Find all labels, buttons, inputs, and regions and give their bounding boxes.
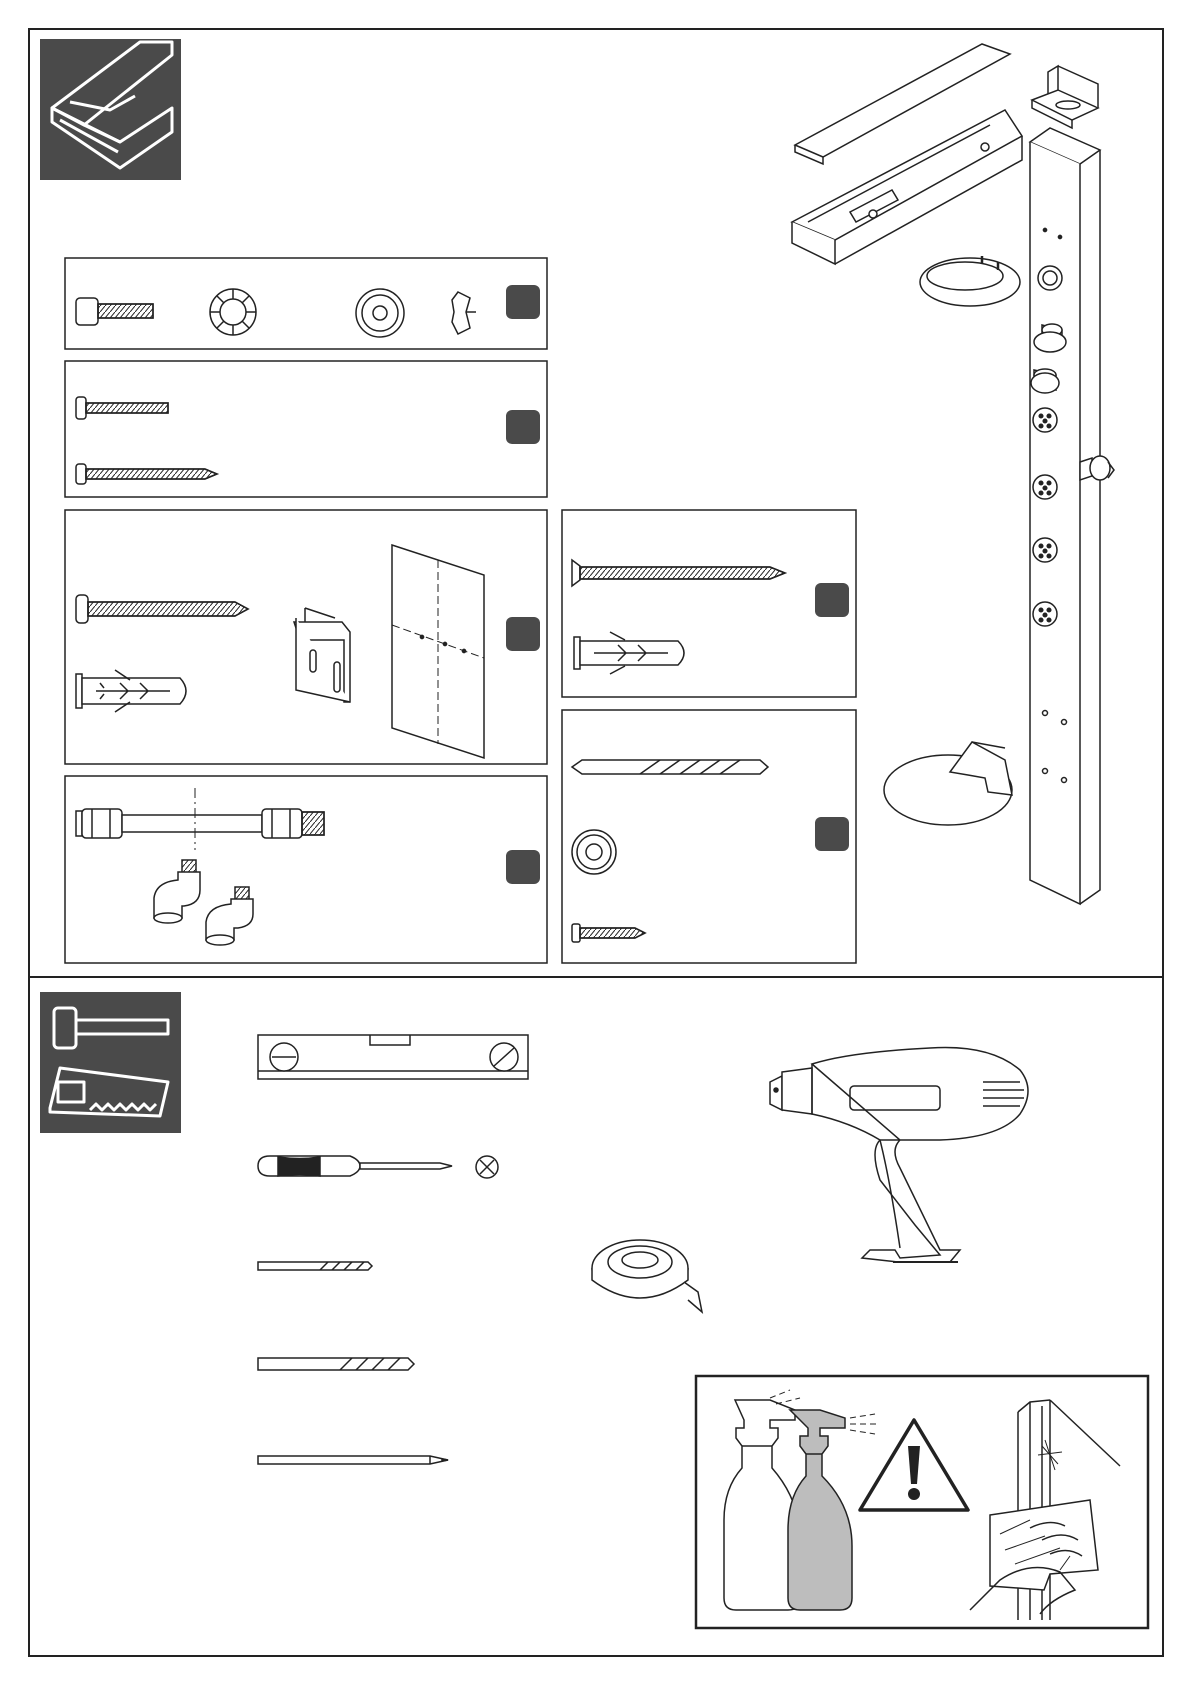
body-jet-icon — [1033, 408, 1057, 432]
phillips-head-symbol-icon — [476, 1156, 498, 1178]
part-group-badge — [506, 617, 540, 651]
part-group-3 — [65, 510, 547, 764]
part-group-badge — [815, 583, 849, 617]
tools-hammer-saw-icon — [40, 992, 181, 1133]
phillips-screwdriver-icon — [258, 1156, 452, 1176]
mounting-bracket-icon — [294, 608, 350, 702]
part-group-6 — [562, 710, 856, 963]
wall-plug-icon — [574, 632, 684, 674]
serrated-lock-washer-icon — [210, 289, 256, 335]
ptfe-tape-icon — [592, 1240, 702, 1312]
wood-screw-icon — [76, 464, 217, 484]
shower-column-icon — [1030, 128, 1100, 904]
part-group-badge — [506, 850, 540, 884]
warning-triangle-icon — [860, 1420, 968, 1510]
large-drill-bit-icon — [258, 1358, 414, 1370]
wall-plug-icon — [76, 670, 186, 712]
soap-dish-icon — [920, 256, 1020, 306]
part-group-2 — [65, 361, 547, 497]
short-screw-icon — [572, 924, 645, 942]
small-drill-bit-icon — [258, 1262, 372, 1270]
spirit-level-icon — [258, 1035, 528, 1079]
long-wood-screw-icon — [76, 595, 248, 623]
part-group-badge — [506, 285, 540, 319]
body-jet-icon — [1033, 602, 1057, 626]
body-jet-icon — [1033, 475, 1057, 499]
power-drill-icon — [770, 1047, 1028, 1262]
handshower-holder-icon — [1080, 456, 1114, 480]
part-group-1 — [65, 258, 547, 349]
part-group-badge — [506, 410, 540, 444]
cleaning-glass-hand-icon — [970, 1400, 1120, 1620]
part-group-5 — [65, 776, 547, 963]
wing-clip-icon — [452, 292, 476, 334]
package-box-icon — [40, 39, 181, 180]
elbow-connector-icon — [206, 887, 253, 945]
hex-socket-bolt-icon — [76, 298, 153, 325]
elbow-connector-icon — [154, 860, 200, 923]
masonry-drill-bit-icon — [572, 760, 768, 774]
braided-hose-icon — [76, 788, 324, 850]
flat-washer-icon — [356, 289, 404, 337]
long-countersunk-screw-icon — [572, 560, 785, 586]
pencil-icon — [258, 1456, 448, 1464]
control-knob-icon — [1038, 266, 1062, 290]
foot-rest-icon — [884, 742, 1012, 825]
body-jet-icon — [1033, 538, 1057, 562]
drilling-template-icon — [392, 545, 484, 758]
cleaning-warning-panel — [696, 1376, 1148, 1628]
part-group-badge — [815, 817, 849, 851]
control-knob-icon — [1031, 369, 1059, 393]
part-group-4 — [562, 510, 856, 697]
machine-screw-icon — [76, 397, 168, 419]
cover-rosette-icon — [572, 830, 616, 874]
wall-bracket-icon — [1032, 66, 1098, 128]
